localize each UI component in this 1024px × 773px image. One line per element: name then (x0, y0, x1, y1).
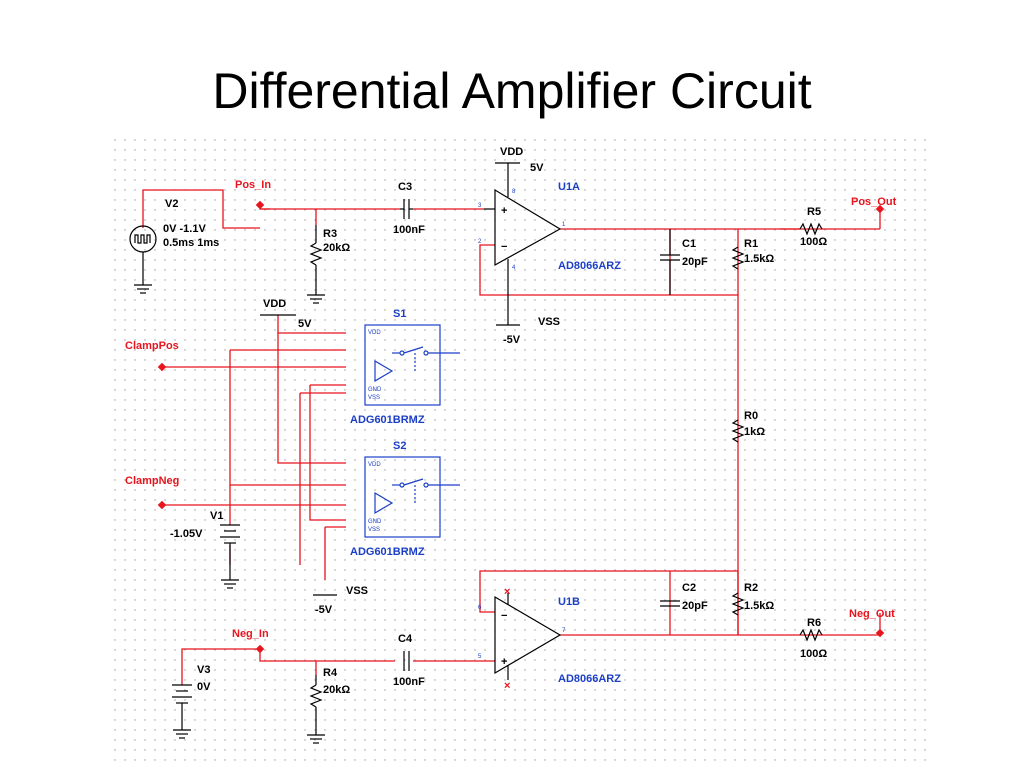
vss-mid-value: -5V (315, 604, 333, 616)
r1-resistor (731, 246, 745, 270)
s2-vss-pin: VSS (368, 527, 380, 533)
v2-name: V2 (165, 198, 178, 210)
v2-pulse-source (129, 225, 157, 294)
r3-value: 20kΩ (323, 242, 350, 254)
vdd-top-name: VDD (500, 146, 523, 158)
r1-value: 1.5kΩ (744, 253, 774, 265)
slide-title: Differential Amplifier Circuit (212, 63, 812, 119)
r6-value: 100Ω (800, 648, 827, 660)
clamp-neg-label: ClampNeg (125, 475, 179, 487)
pos-in-connector (255, 200, 265, 210)
clamp-pos-connector (157, 362, 167, 372)
v1-value: -1.05V (170, 528, 203, 540)
v1-name: V1 (210, 510, 223, 522)
s1-vdd-pin: VDD (368, 330, 381, 336)
r4-resistor (307, 675, 325, 744)
r0-resistor (731, 419, 745, 443)
u1a-pin3: 3 (478, 203, 482, 209)
s1-name: S1 (393, 308, 406, 320)
r3-resistor (307, 225, 325, 304)
r0-value: 1kΩ (744, 426, 765, 438)
u1b-pin5: 5 (478, 654, 482, 660)
pos-in-label: Pos_In (235, 179, 271, 191)
u1a-pin4: 4 (512, 265, 516, 271)
r4-value: 20kΩ (323, 684, 350, 696)
vdd-mid-name: VDD (263, 298, 286, 310)
u1b-nc-top: × (504, 586, 510, 598)
schematic-canvas: V2 0V -1.1V 0.5ms 1ms Pos_In R3 20kΩ C3 … (110, 135, 930, 768)
c4-name: C4 (398, 633, 413, 645)
vss-mid-name: VSS (346, 585, 368, 597)
r4-name: R4 (323, 667, 338, 679)
s2-switch-ic (364, 456, 460, 538)
u1a-pin8: 8 (512, 189, 516, 195)
u1b-pin7: 7 (562, 628, 566, 634)
c3-name: C3 (398, 181, 412, 193)
s2-part: ADG601BRMZ (350, 546, 425, 558)
v3-battery (172, 684, 192, 739)
neg-in-connector (255, 644, 265, 654)
r0-name: R0 (744, 410, 758, 422)
r2-name: R2 (744, 582, 758, 594)
schematic-svg: V2 0V -1.1V 0.5ms 1ms Pos_In R3 20kΩ C3 … (110, 135, 930, 768)
v3-name: V3 (197, 664, 210, 676)
u1a-name: U1A (558, 181, 580, 193)
s2-vdd-pin: VDD (368, 462, 381, 468)
u1b-name: U1B (558, 596, 580, 608)
s1-vss-pin: VSS (368, 395, 380, 401)
u1a-pin1: 1 (562, 222, 566, 228)
r5-name: R5 (807, 206, 821, 218)
u1b-opamp: − + (494, 593, 562, 680)
vss-top-name: VSS (538, 316, 560, 328)
c3-value: 100nF (393, 224, 425, 236)
u1b-nc-bottom: × (504, 680, 510, 692)
c1-value: 20pF (682, 256, 708, 268)
r3-name: R3 (323, 228, 337, 240)
vdd-top-value: 5V (530, 162, 544, 174)
c4-value: 100nF (393, 676, 425, 688)
r5-value: 100Ω (800, 236, 827, 248)
c2-name: C2 (682, 582, 696, 594)
u1a-opamp: + − (484, 187, 562, 325)
r1-name: R1 (744, 238, 758, 250)
clamp-pos-label: ClampPos (125, 340, 179, 352)
c4-capacitor (403, 651, 410, 671)
c3-capacitor (400, 199, 413, 219)
r5-resistor (780, 222, 823, 236)
s1-gnd-pin: GND (368, 387, 382, 393)
grid-background (110, 135, 930, 768)
s2-gnd-pin: GND (368, 519, 382, 525)
c2-capacitor (660, 600, 680, 607)
svg-text:−: − (501, 610, 507, 622)
svg-text:+: + (501, 656, 507, 668)
c1-capacitor (660, 229, 680, 295)
u1b-pin6: 6 (478, 605, 482, 611)
vss-top-value: -5V (503, 334, 521, 346)
v3-value: 0V (197, 681, 211, 693)
svg-text:+: + (501, 205, 507, 217)
vdd-top-symbol (495, 162, 520, 187)
u1b-part: AD8066ARZ (558, 673, 621, 685)
clamp-neg-connector (157, 500, 167, 510)
vdd-mid-value: 5V (298, 318, 312, 330)
u1a-part: AD8066ARZ (558, 260, 621, 272)
s2-name: S2 (393, 440, 406, 452)
c1-name: C1 (682, 238, 696, 250)
v2-timing: 0.5ms 1ms (163, 237, 219, 249)
s1-switch-ic (364, 324, 460, 406)
r2-resistor (731, 592, 745, 616)
r6-name: R6 (807, 617, 821, 629)
r6-resistor (799, 628, 823, 642)
neg-out-label: Neg_Out (849, 608, 895, 620)
v2-value: 0V -1.1V (163, 223, 206, 235)
v1-battery (220, 524, 240, 589)
neg-in-label: Neg_In (232, 628, 269, 640)
svg-text:−: − (501, 241, 507, 253)
s1-part: ADG601BRMZ (350, 414, 425, 426)
pos-out-label: Pos_Out (851, 196, 897, 208)
r2-value: 1.5kΩ (744, 600, 774, 612)
u1a-pin2: 2 (478, 239, 482, 245)
c2-value: 20pF (682, 600, 708, 612)
